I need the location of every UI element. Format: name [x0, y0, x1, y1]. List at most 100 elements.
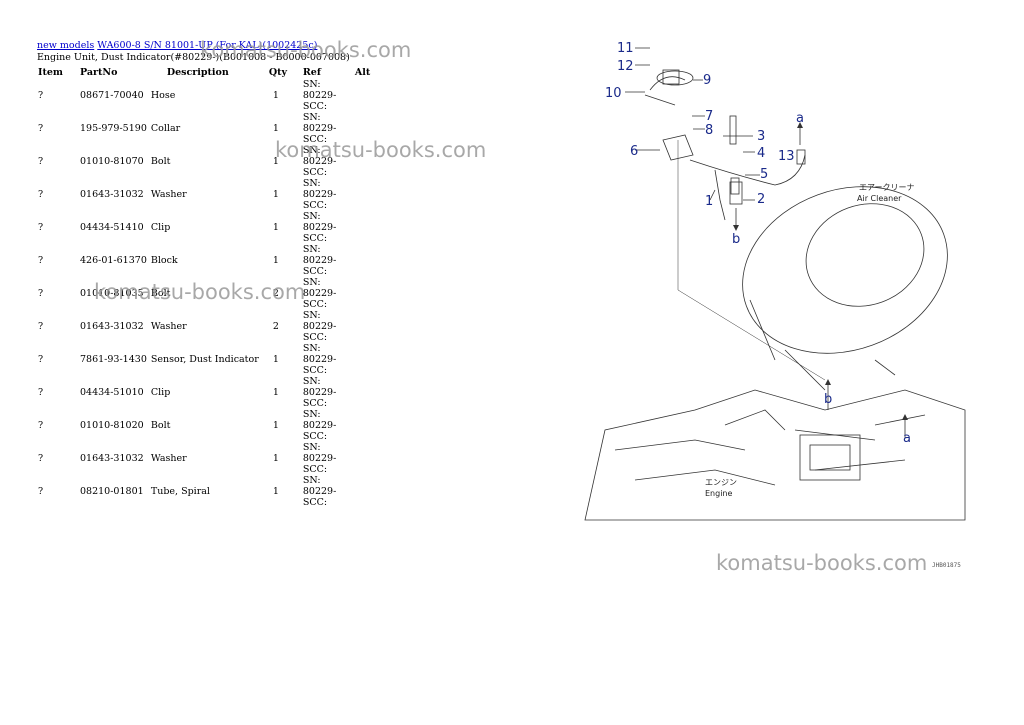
cell-qty: 1 [272, 123, 279, 134]
engine-drawing [584, 389, 966, 521]
cell-qty: 1 [272, 354, 279, 365]
cell-item: ? [38, 255, 44, 266]
cell-item: ? [38, 90, 44, 101]
cell-description: Block [150, 255, 178, 266]
callout-9: 9 [703, 73, 711, 88]
cell-alt [353, 409, 372, 442]
breadcrumb-link-model[interactable]: WA600-8 S/N 81001-UP (For KAL)(1002425c) [97, 40, 318, 51]
cell-description: Tube, Spiral [150, 486, 210, 497]
cell-description: Bolt [150, 420, 171, 431]
cell-partno: 01643-31032 [80, 453, 144, 464]
arrow-label-a: a [903, 431, 911, 446]
header-qty: Qty [268, 67, 288, 78]
watermark: komatsu-books.com [716, 551, 928, 575]
engine-label: Engine [705, 489, 732, 498]
cell-description: Bolt [150, 156, 171, 167]
header-alt: Alt [354, 67, 371, 78]
cell-description: Sensor, Dust Indicator [150, 354, 259, 365]
cell-ref: SN: 80229-SCC: [302, 277, 337, 310]
arrow-label-b: b [824, 392, 832, 407]
callout-3: 3 [757, 129, 765, 144]
cell-alt [353, 475, 372, 508]
cell-ref: SN: 80229-SCC: [302, 145, 337, 178]
cell-description: Washer [150, 453, 187, 464]
cell-qty: 1 [272, 255, 279, 266]
arrow-label-b: b [732, 232, 740, 247]
cell-qty: 1 [272, 156, 279, 167]
callout-2: 2 [757, 192, 765, 207]
drawing-number: JHB01875 [932, 562, 961, 569]
breadcrumb: new models WA600-8 S/N 81001-UP (For KAL… [37, 40, 317, 51]
header-ref: Ref [302, 67, 321, 78]
cell-qty: 2 [272, 288, 279, 299]
cell-item: ? [38, 387, 44, 398]
callout-11: 11 [617, 41, 634, 56]
cell-partno: 01643-31032 [80, 321, 144, 332]
cell-ref: SN: 80229-SCC: [302, 244, 337, 277]
header-item: Item [38, 67, 63, 78]
callout-1: 1 [705, 194, 713, 209]
engine-label-jp: エンジン [705, 478, 737, 487]
callout-7: 7 [705, 109, 713, 124]
arrow-label-a: a [796, 111, 804, 126]
callout-13: 13 [778, 149, 795, 164]
cell-item: ? [38, 123, 44, 134]
cell-item: ? [38, 189, 44, 200]
cell-description: Clip [150, 387, 171, 398]
cell-ref: SN: 80229-SCC: [302, 376, 337, 409]
cell-description: Collar [150, 123, 181, 134]
cell-alt [353, 112, 372, 145]
cell-alt [353, 178, 372, 211]
cell-item: ? [38, 288, 44, 299]
cell-alt [353, 376, 372, 409]
cell-item: ? [38, 486, 44, 497]
cell-ref: SN: 80229-SCC: [302, 112, 337, 145]
header-description: Description [166, 67, 229, 78]
cell-description: Washer [150, 321, 187, 332]
cell-ref: SN: 80229-SCC: [302, 475, 337, 508]
cell-item: ? [38, 354, 44, 365]
cell-qty: 1 [272, 189, 279, 200]
cell-ref: SN: 80229-SCC: [302, 409, 337, 442]
cell-qty: 1 [272, 222, 279, 233]
cell-item: ? [38, 420, 44, 431]
cell-alt [353, 79, 372, 112]
cell-qty: 1 [272, 387, 279, 398]
cell-partno: 01643-31032 [80, 189, 144, 200]
cell-partno: 01010-81020 [80, 420, 144, 431]
page-subtitle: Engine Unit, Dust Indicator(#80229-)(B00… [37, 52, 350, 63]
cell-item: ? [38, 222, 44, 233]
air-cleaner-label: Air Cleaner [857, 194, 902, 203]
cell-alt [353, 145, 372, 178]
cell-partno: 195-979-5190 [80, 123, 147, 134]
cell-alt [353, 343, 372, 376]
cell-item: ? [38, 156, 44, 167]
air-cleaner-label-jp: エアークリーナ [859, 183, 915, 192]
cell-description: Clip [150, 222, 171, 233]
cell-ref: SN: 80229-SCC: [302, 79, 337, 112]
cell-partno: 08210-01801 [80, 486, 144, 497]
air-cleaner-drawing [742, 186, 948, 354]
cell-item: ? [38, 321, 44, 332]
cell-qty: 2 [272, 321, 279, 332]
cell-item: ? [38, 453, 44, 464]
breadcrumb-link-new-models[interactable]: new models [37, 40, 95, 51]
parts-diagram: 11 12 9 10 7 8 3 4 13 6 5 1 2 a b b a エア… [584, 41, 966, 521]
cell-description: Washer [150, 189, 187, 200]
cell-description: Hose [150, 90, 176, 101]
cell-ref: SN: 80229-SCC: [302, 343, 337, 376]
cell-partno: 7861-93-1430 [80, 354, 147, 365]
callout-4: 4 [757, 146, 765, 161]
cell-alt [353, 211, 372, 244]
callout-5: 5 [760, 167, 768, 182]
